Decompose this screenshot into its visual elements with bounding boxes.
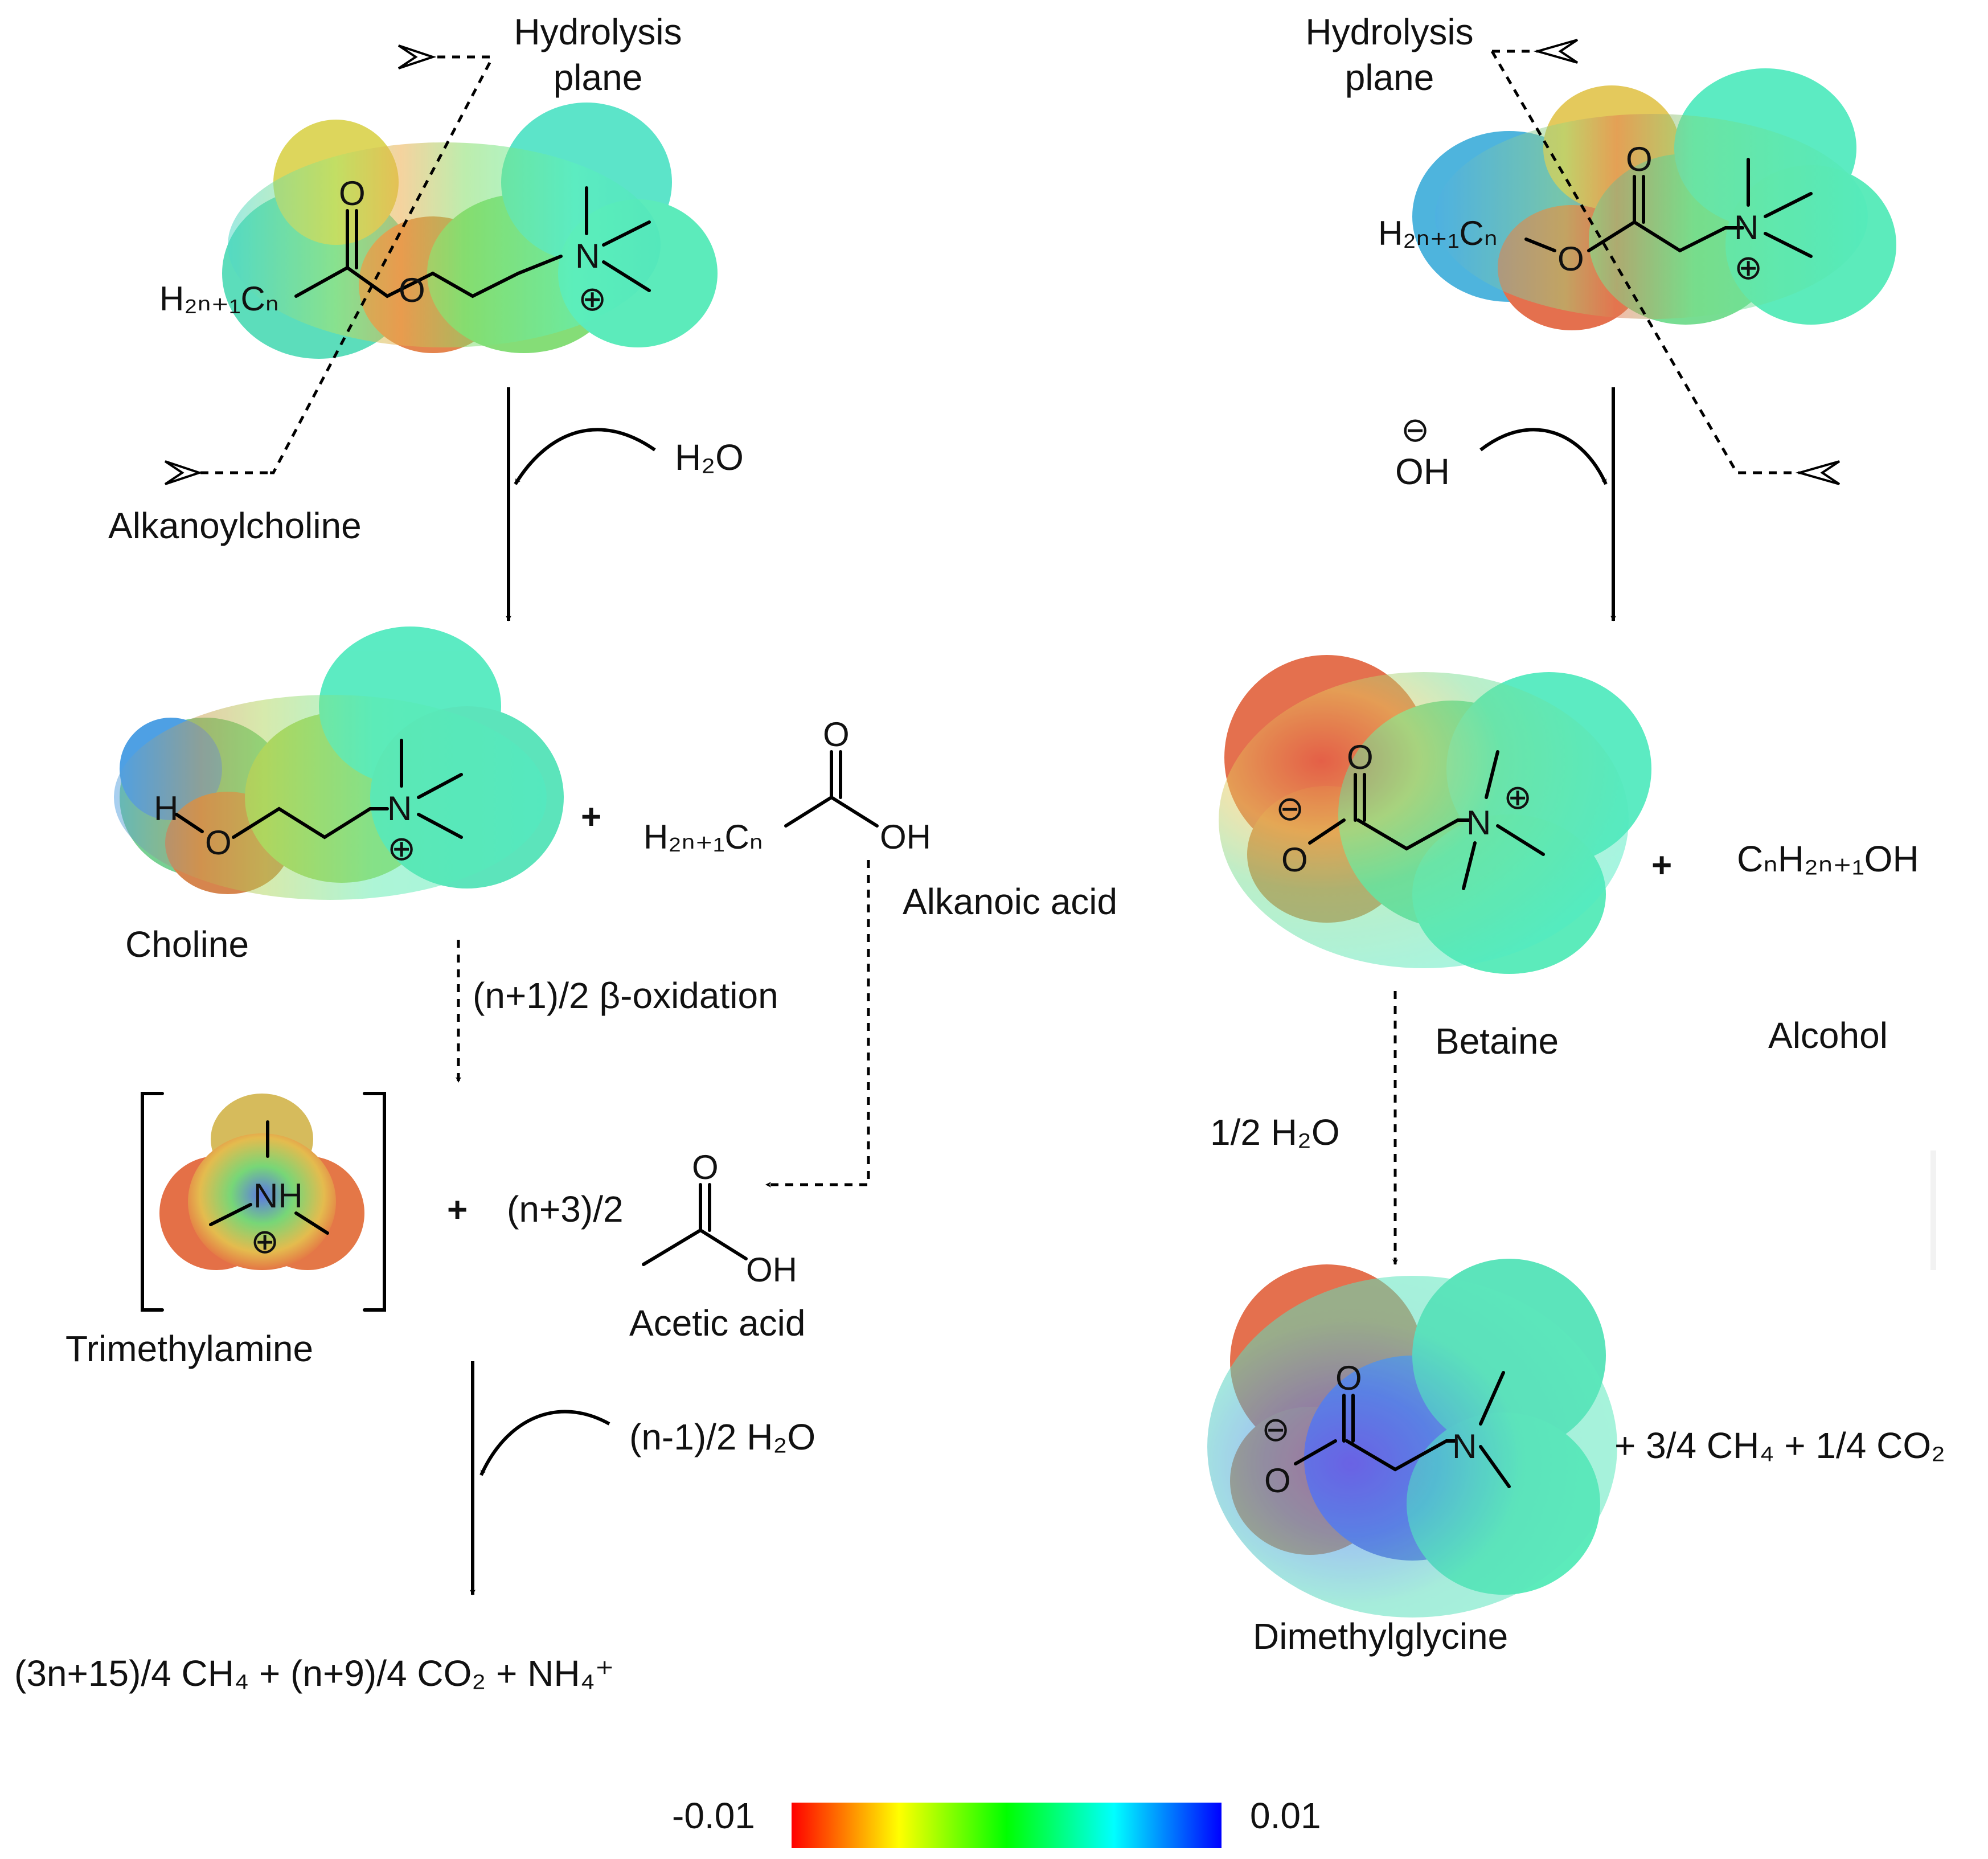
plus-sign-3: + xyxy=(1651,846,1672,885)
betaine-nitrogen: N xyxy=(1466,804,1491,842)
trimethylamine-group: NH ⊕ xyxy=(141,1092,386,1312)
hydrolysis-label-left-2: plane xyxy=(554,57,643,98)
tma-charge: ⊕ xyxy=(251,1222,279,1260)
dimethylglycine-label: Dimethylglycine xyxy=(1253,1616,1508,1657)
alcohol-formula: CₙH₂ₙ₊₁OH xyxy=(1737,838,1919,879)
acid-carbonyl-o: O xyxy=(823,715,850,754)
alkanoylcholine-surface xyxy=(222,103,718,359)
beta-oxidation-arrow: (n+1)/2 β-oxidation xyxy=(456,940,778,1083)
half-water-label: 1/2 H₂O xyxy=(1210,1112,1340,1153)
water-reagent-step3: (n-1)/2 H₂O xyxy=(629,1416,815,1457)
left-arrow-3: (n-1)/2 H₂O xyxy=(470,1361,815,1595)
acetic-oh: OH xyxy=(746,1251,797,1289)
beta-oxidation-label: (n+1)/2 β-oxidation xyxy=(473,975,778,1016)
ester-carbonyl-o: O xyxy=(1626,140,1653,178)
water-reagent-left: H₂O xyxy=(675,437,744,478)
ester-nitrogen: N xyxy=(1734,208,1759,247)
tma-nh: NH xyxy=(253,1177,303,1215)
right-arrow-1: ⊖ OH xyxy=(1395,387,1616,621)
ammonium-nitrogen: N xyxy=(575,237,600,275)
trimethylamine-label: Trimethylamine xyxy=(65,1328,313,1369)
dmg-nitrogen: N xyxy=(1452,1427,1477,1465)
ester-charge: ⊕ xyxy=(1734,248,1762,286)
alcohol-label: Alcohol xyxy=(1768,1015,1888,1056)
dmg-o-minus: O xyxy=(1264,1461,1291,1500)
colorbar-gradient xyxy=(792,1803,1222,1848)
colorbar-max-label: 0.01 xyxy=(1250,1795,1321,1836)
alkanoylcholine-label: Alkanoylcholine xyxy=(108,505,362,546)
hydrolysis-label-left-1: Hydrolysis xyxy=(514,11,682,52)
ester-oxygen: O xyxy=(399,271,425,309)
acid-to-acetic-arrow xyxy=(765,860,870,1188)
ester-surface xyxy=(1412,68,1896,330)
plus-sign-2: + xyxy=(447,1190,468,1230)
plus-sign-1: + xyxy=(581,797,601,837)
acetic-carbonyl-o: O xyxy=(692,1148,719,1186)
betaine-structure: ⊖ O O N ⊕ xyxy=(1276,738,1545,890)
ester-structure: H₂ₙ₊₁Cₙ O O N ⊕ xyxy=(1378,140,1813,286)
carbonyl-oxygen: O xyxy=(339,174,366,212)
betaine-minus: ⊖ xyxy=(1276,789,1304,828)
choline-nitrogen: N xyxy=(387,789,412,828)
betaine-o-minus: O xyxy=(1281,841,1308,879)
left-arrow-1: H₂O xyxy=(506,387,744,621)
alkanoylcholine-structure: H₂ₙ₊₁Cₙ O O N ⊕ xyxy=(159,174,651,318)
acetic-acid-label: Acetic acid xyxy=(629,1303,805,1344)
colorbar: -0.01 0.01 xyxy=(672,1795,1321,1848)
hydroxide-charge: ⊖ xyxy=(1401,411,1429,449)
choline-surface xyxy=(114,627,564,900)
betaine-label: Betaine xyxy=(1435,1021,1559,1062)
colorbar-min-label: -0.01 xyxy=(672,1795,755,1836)
acid-oh: OH xyxy=(880,818,931,856)
hydroxide-reagent: OH xyxy=(1395,451,1450,492)
choline-structure: H O N ⊕ xyxy=(154,739,463,867)
choline-hydrogen: H xyxy=(154,789,178,828)
ester-o: O xyxy=(1557,240,1584,278)
final-products-right: + 3/4 CH₄ + 1/4 CO₂ xyxy=(1614,1425,1945,1466)
acetic-coefficient: (n+3)/2 xyxy=(507,1189,624,1230)
right-dashed-arrow: 1/2 H₂O xyxy=(1210,991,1398,1265)
faint-divider xyxy=(1930,1150,1936,1270)
choline-charge: ⊕ xyxy=(387,829,416,867)
alkanoic-acid-structure: H₂ₙ₊₁Cₙ O OH xyxy=(643,715,931,856)
ester-alkyl: H₂ₙ₊₁Cₙ xyxy=(1378,214,1498,252)
positive-charge: ⊕ xyxy=(578,280,606,318)
choline-label: Choline xyxy=(125,924,249,965)
choline-oxygen: O xyxy=(205,824,232,862)
dmg-carbonyl-o: O xyxy=(1335,1359,1362,1397)
betaine-surface xyxy=(1219,655,1651,974)
final-products-left: (3n+15)/4 CH₄ + (n+9)/4 CO₂ + NH₄⁺ xyxy=(14,1653,614,1694)
hydrolysis-label-right-1: Hydrolysis xyxy=(1305,11,1473,52)
dimethylglycine-structure: ⊖ O O N xyxy=(1261,1359,1511,1500)
right-hydrolysis-plane: Hydrolysis plane xyxy=(1305,11,1841,485)
dmg-minus: ⊖ xyxy=(1261,1410,1290,1448)
left-hydrolysis-plane: Hydrolysis plane xyxy=(164,11,682,485)
acetic-acid-structure: O OH xyxy=(642,1148,797,1289)
alkanoic-acid-label: Alkanoic acid xyxy=(903,881,1117,922)
alkyl-group: H₂ₙ₊₁Cₙ xyxy=(159,280,279,318)
hydrolysis-label-right-2: plane xyxy=(1345,57,1434,98)
betaine-charge: ⊕ xyxy=(1503,778,1532,816)
betaine-carbonyl-o: O xyxy=(1347,738,1374,776)
acid-alkyl: H₂ₙ₊₁Cₙ xyxy=(643,818,763,856)
